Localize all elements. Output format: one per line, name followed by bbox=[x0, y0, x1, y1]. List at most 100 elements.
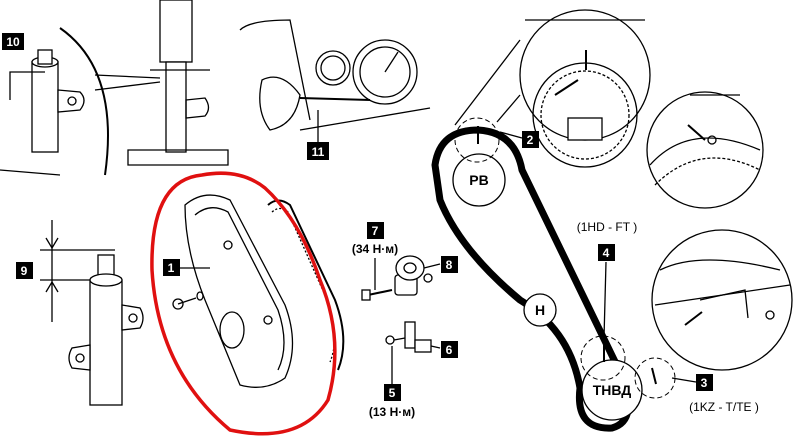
gauge-small-inner bbox=[320, 55, 346, 81]
callout-6-box bbox=[441, 341, 458, 358]
callout-7-box bbox=[367, 222, 384, 239]
zoom-pump-mark-lower bbox=[651, 229, 793, 371]
bolt-7 bbox=[367, 289, 393, 296]
housing-ear-right bbox=[121, 304, 144, 331]
mark-zoom-2 bbox=[454, 117, 500, 163]
torque-5: (13 Н·м) bbox=[369, 405, 415, 419]
zoom-pump-mark-upper bbox=[646, 91, 764, 209]
ear-hole-left bbox=[75, 353, 85, 363]
ear-hole bbox=[67, 96, 77, 106]
cover-hole-mid bbox=[263, 315, 273, 325]
tensioner-ear bbox=[57, 89, 85, 113]
pump-edge bbox=[654, 284, 791, 306]
gauge-speedometer-inner bbox=[359, 46, 411, 98]
leader-3 bbox=[671, 377, 697, 383]
dash-bottom bbox=[299, 107, 431, 131]
callout-7-text: 7 bbox=[372, 224, 379, 238]
callout-10: 10 bbox=[2, 33, 24, 50]
flange-arc bbox=[649, 137, 761, 166]
mark-zoom-4 bbox=[580, 335, 626, 381]
callout-2-box bbox=[522, 131, 539, 148]
callout-9-box bbox=[16, 262, 33, 279]
gear-teeth bbox=[540, 70, 630, 160]
callout-6-text: 6 bbox=[446, 343, 453, 357]
callout-5: 5 bbox=[384, 384, 401, 401]
panel-tensioner-gap bbox=[40, 220, 144, 406]
pin-tool bbox=[9, 71, 45, 100]
panel-tester bbox=[239, 19, 431, 142]
flange-teeth bbox=[654, 157, 761, 186]
callout-10-box bbox=[2, 33, 24, 50]
leader-2 bbox=[499, 131, 523, 139]
callout-3-text: 3 bbox=[701, 376, 708, 390]
zoom-arrow-bottom bbox=[684, 311, 703, 326]
variant-lower: (1KZ - T/TE ) bbox=[689, 400, 759, 414]
sensor-6-connector bbox=[414, 339, 432, 353]
zoom-line-b bbox=[454, 39, 521, 126]
tensioner-housing bbox=[89, 279, 123, 406]
idler-pulley bbox=[523, 293, 557, 327]
camshaft-label: РВ bbox=[469, 172, 488, 188]
callout-1: 1 bbox=[163, 259, 180, 276]
dim-arrow-top bbox=[45, 237, 59, 250]
leader-8 bbox=[423, 263, 441, 269]
callout-11: 11 bbox=[307, 142, 329, 160]
tensioner-body bbox=[31, 61, 59, 153]
housing-ear-left bbox=[68, 344, 91, 371]
gauge-needle bbox=[384, 51, 399, 73]
callout-5-box bbox=[384, 384, 401, 401]
callout-2: 2 bbox=[522, 131, 539, 148]
callout-8: 8 bbox=[441, 256, 458, 273]
cover-rim bbox=[194, 207, 285, 371]
pump-label: ТНВД bbox=[593, 382, 632, 398]
leader-4 bbox=[603, 261, 607, 339]
hand bbox=[259, 76, 301, 131]
callout-1-box bbox=[163, 259, 180, 276]
callout-7: 7 bbox=[367, 222, 384, 239]
cover-hole-top bbox=[223, 240, 233, 250]
pump-hole bbox=[765, 310, 775, 320]
zoom-camshaft-mark bbox=[519, 9, 651, 168]
callout-3: 3 bbox=[696, 374, 713, 391]
washer-8 bbox=[423, 273, 433, 283]
dim-arrow-bottom bbox=[45, 280, 59, 293]
leader-6 bbox=[430, 345, 441, 349]
camshaft-pulley bbox=[452, 153, 506, 207]
press-ram bbox=[159, 0, 193, 63]
callout-5-text: 5 bbox=[389, 386, 396, 400]
timing-cover bbox=[184, 194, 294, 388]
bolt-5-head bbox=[385, 335, 395, 345]
callout-3-box bbox=[696, 374, 713, 391]
flange-hole bbox=[707, 135, 717, 145]
panel-parts bbox=[361, 255, 441, 384]
zoom-line-a bbox=[496, 94, 521, 123]
panel-timing-cover bbox=[150, 171, 345, 436]
callout-8-box bbox=[441, 256, 458, 273]
bolt-shank bbox=[177, 297, 197, 305]
callout-6: 6 bbox=[441, 341, 458, 358]
torque-7: (34 Н·м) bbox=[352, 242, 398, 256]
ear-hole-right bbox=[128, 313, 138, 323]
vise-base bbox=[127, 149, 229, 166]
cyl-ear bbox=[185, 97, 210, 119]
panel-belt-routing bbox=[431, 39, 697, 432]
idler-hub bbox=[403, 262, 417, 274]
callout-1-text: 1 bbox=[168, 261, 175, 275]
bolt-5-shank bbox=[393, 337, 406, 341]
cam-bolt bbox=[567, 117, 603, 141]
timing-belt-loop bbox=[431, 126, 632, 432]
timing-mark-3 bbox=[651, 367, 657, 385]
injection-pump-pulley bbox=[581, 359, 643, 421]
housing-top bbox=[89, 273, 123, 287]
timing-belt-outer bbox=[267, 199, 345, 371]
callout-9: 9 bbox=[16, 262, 33, 279]
callout-4-box bbox=[598, 244, 615, 261]
callout-11-text: 11 bbox=[312, 145, 325, 159]
callout-4: 4 bbox=[598, 244, 615, 261]
washer bbox=[196, 291, 204, 301]
callout-10-text: 10 bbox=[6, 35, 20, 49]
red-highlight-circle bbox=[150, 171, 337, 436]
base-line bbox=[0, 169, 61, 176]
zoom-circle-mid bbox=[646, 91, 764, 209]
